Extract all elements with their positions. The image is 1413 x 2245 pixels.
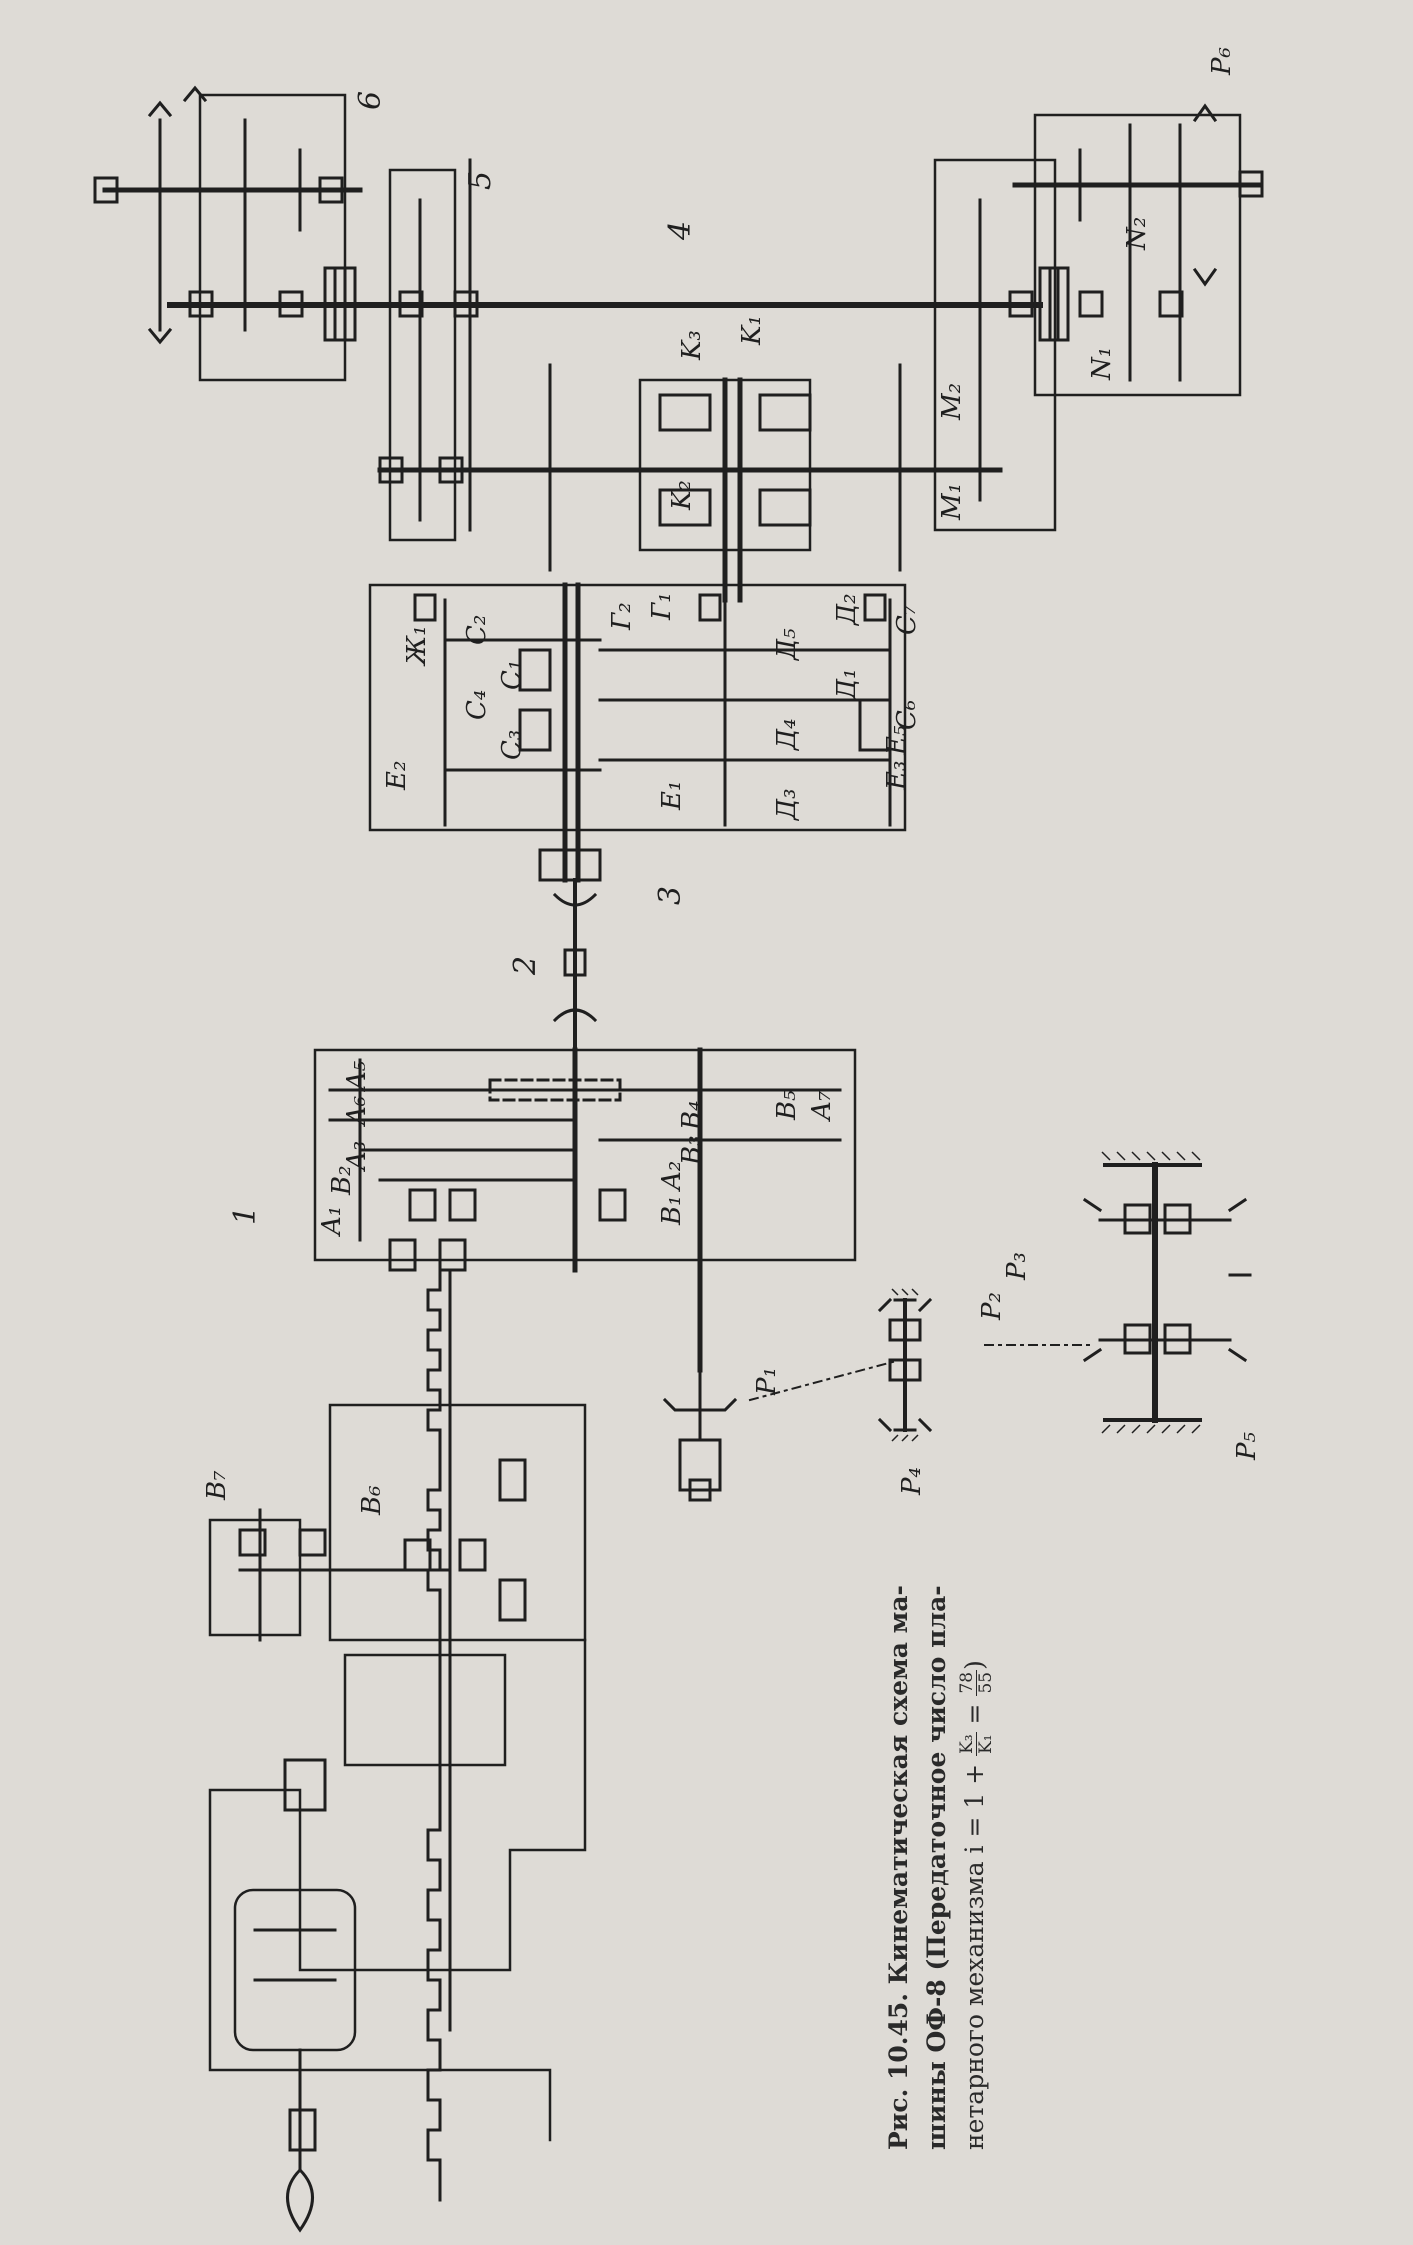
housing-lower	[328, 1403, 587, 1642]
label-D3: Д₃	[772, 788, 802, 821]
label-D5: Д₅	[772, 628, 802, 661]
gearbox-mn-frame	[933, 158, 1057, 532]
label-B6: B₆	[357, 1485, 387, 1516]
label-B7: B₇	[202, 1470, 232, 1501]
splined-shaft	[426, 1268, 442, 2202]
figure-caption: Рис. 10.45. Кинематическая схема ма- шин…	[884, 1585, 996, 2150]
label-3: 3	[653, 886, 688, 905]
label-K3: K₃	[677, 330, 707, 361]
ground-hatching	[891, 1151, 1201, 1442]
shaft-2	[552, 878, 598, 1072]
label-2: 2	[508, 956, 543, 976]
p-drives	[662, 1162, 1252, 1502]
propeller	[286, 2048, 317, 2233]
label-M1: M₁	[937, 483, 967, 521]
label-A6: A₆	[342, 1096, 372, 1127]
label-P3: P₃	[1002, 1252, 1032, 1281]
label-K1: K₁	[737, 315, 767, 346]
gearbox-1-frame	[313, 1048, 857, 1262]
label-D1: Д₁	[832, 668, 862, 701]
planetary-mechanism	[548, 363, 902, 603]
gearbox-5-frame	[388, 168, 457, 542]
label-D4: Д₄	[772, 718, 802, 751]
label-D2: Д₂	[832, 593, 862, 626]
label-P2: P₂	[977, 1292, 1007, 1321]
label-A5: A₅	[342, 1060, 372, 1092]
label-5: 5	[463, 171, 498, 190]
label-N1: N₁	[1087, 347, 1117, 381]
label-B1: B₁	[657, 1195, 687, 1226]
transmission-train	[208, 1268, 587, 2233]
label-C4: C₄	[462, 690, 492, 720]
gearbox-1	[313, 1047, 857, 1373]
label-B5: B₅	[772, 1090, 802, 1121]
label-E2: E₂	[382, 761, 412, 791]
label-B2: B₂	[327, 1165, 357, 1196]
label-C3: C₃	[497, 730, 527, 760]
label-N2: N₂	[1122, 217, 1152, 251]
label-E5: E₅	[882, 725, 912, 756]
caption-line-3: нетарного механизма i = 1 +	[960, 1755, 989, 2150]
label-P1: P₁	[752, 1367, 782, 1396]
caption-line-2: шины ОФ-8 (Передаточное число пла-	[922, 1585, 951, 2150]
label-B3: B₃	[677, 1135, 707, 1166]
gearbox-3	[368, 582, 907, 883]
label-M2: M₂	[937, 383, 967, 421]
label-C1: C₁	[497, 660, 527, 690]
label-P6: P₆	[1207, 47, 1237, 76]
housing-side-b7	[208, 1518, 302, 1637]
label-B4: B₄	[677, 1100, 707, 1131]
label-K2: K₂	[667, 480, 697, 511]
label-A2: A₂	[657, 1161, 687, 1192]
label-A3: A₃	[342, 1141, 372, 1172]
label-C2: C₂	[462, 615, 492, 645]
aux-box	[233, 1888, 357, 2052]
label-6: 6	[353, 91, 388, 110]
label-E1: E₁	[657, 781, 687, 811]
gearbox-6-frame	[198, 93, 347, 382]
label-Zh1: Ж₁	[402, 625, 432, 667]
label-A7: A₇	[807, 1090, 837, 1122]
label-A1: A₁	[317, 1206, 347, 1237]
label-C7: C₇	[892, 604, 922, 635]
label-G1: Г₁	[647, 592, 677, 621]
label-4: 4	[663, 221, 698, 241]
label-P5: P₅	[1232, 1432, 1262, 1461]
caption-line-1: Рис. 10.45. Кинематическая схема ма-	[884, 1585, 913, 2150]
label-1: 1	[228, 1206, 263, 1225]
label-E3: E₃	[882, 761, 912, 791]
lower-outline	[208, 1638, 587, 2142]
label-P4: P₄	[897, 1467, 927, 1496]
label-C6: C₆	[892, 700, 922, 730]
gearbox-3-frame	[368, 583, 907, 832]
label-G2: Г₂	[607, 602, 637, 631]
shaft-4-assembly	[93, 85, 1264, 542]
